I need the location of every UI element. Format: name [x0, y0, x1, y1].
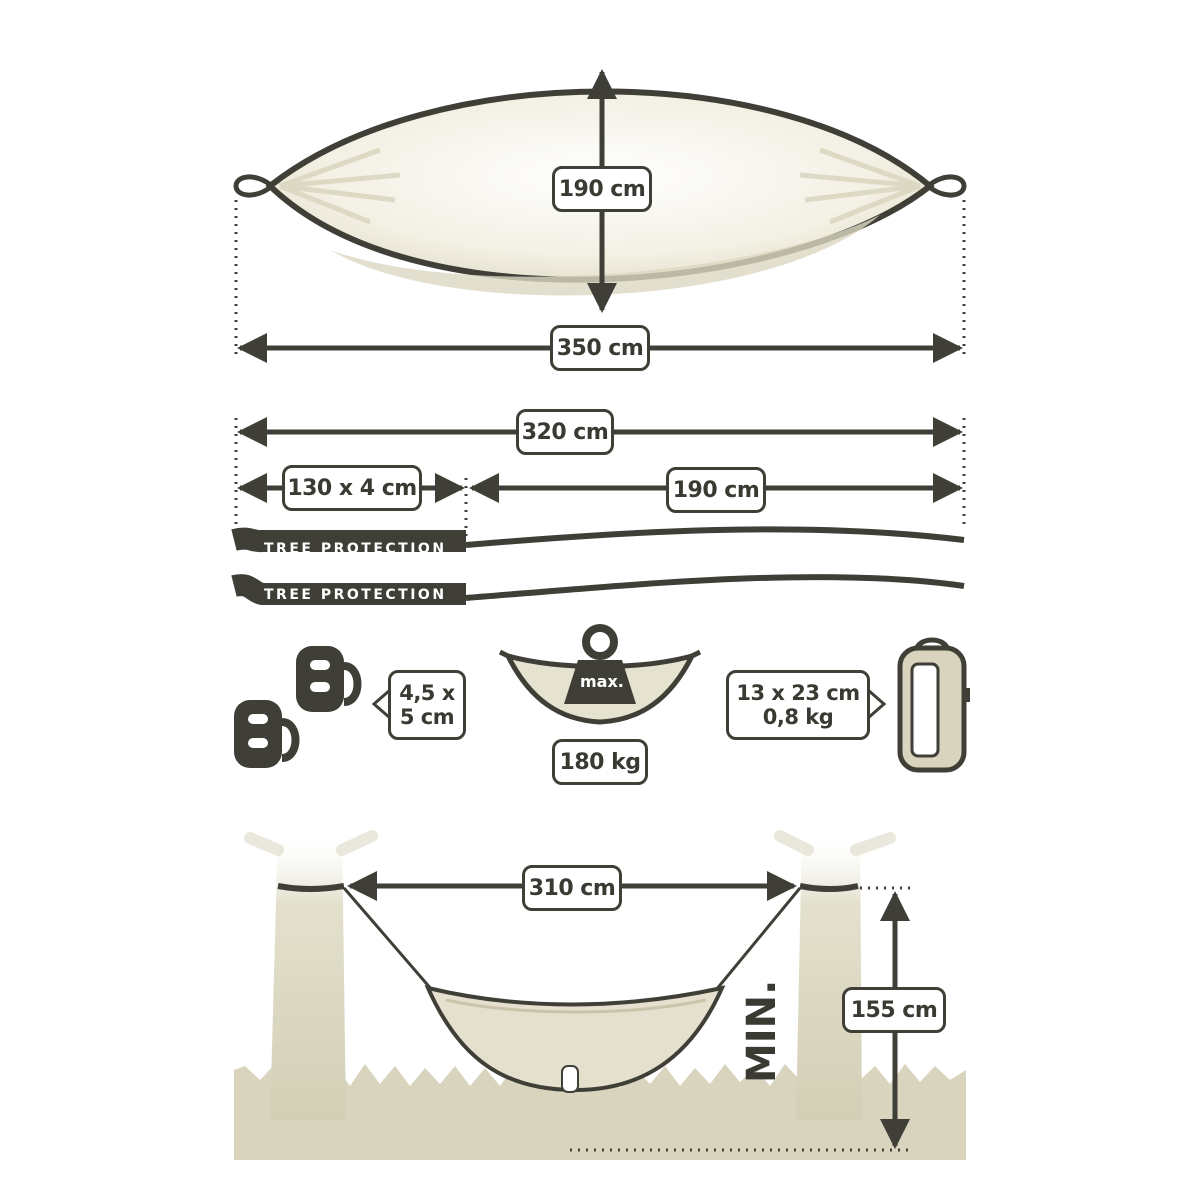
tree-right — [774, 830, 896, 1120]
hammock-fold-right — [799, 147, 921, 225]
straps-section — [231, 417, 966, 605]
max-load-label: 180 kg — [552, 739, 648, 785]
pack-size-label: 13 x 23 cm 0,8 kg — [726, 670, 870, 740]
hung-hammock — [424, 985, 726, 1093]
strap-total-label: 320 cm — [516, 409, 614, 455]
hammock-width-label: 190 cm — [552, 166, 652, 212]
strap-1 — [231, 526, 965, 553]
carabiner-icon — [234, 700, 300, 768]
grass — [234, 1062, 966, 1160]
protection-label: 130 x 4 cm — [282, 465, 422, 511]
hammock-fold-left — [279, 147, 401, 225]
max-tag: max. — [580, 672, 624, 691]
carabiner-size-label: 4,5 x 5 cm — [388, 670, 466, 740]
weight-icon — [564, 660, 636, 704]
pack-bag-icon — [897, 637, 970, 773]
hammock-top-view — [233, 69, 967, 363]
hammock-shade — [330, 215, 880, 296]
min-text: MIN. — [739, 979, 785, 1083]
strap-right-tree — [799, 883, 859, 892]
hammock-length-label: 350 cm — [550, 325, 650, 371]
suspension-line-left — [342, 887, 434, 991]
tree-left — [244, 830, 378, 1120]
setup-scene — [234, 830, 966, 1160]
max-load-icon — [498, 624, 702, 725]
pack-size-line1: 13 x 23 cm — [736, 681, 860, 705]
hammock-loop-right — [926, 174, 967, 198]
carabiners — [234, 646, 362, 768]
carabiner-label-pointer — [371, 688, 391, 720]
strap-2 — [231, 574, 965, 605]
webbing-label: 190 cm — [666, 467, 766, 513]
strap-2-text: TREE PROTECTION — [264, 587, 447, 603]
carabiner-icon — [296, 646, 362, 712]
carabiner-size-line2: 5 cm — [399, 705, 455, 729]
suspension-line-right — [714, 887, 802, 991]
carabiner-size-line1: 4,5 x — [399, 681, 455, 705]
setup-distance-label: 310 cm — [522, 865, 622, 911]
strap-left-tree — [277, 883, 345, 892]
pack-label-pointer — [867, 688, 887, 720]
weight-ring — [582, 624, 618, 660]
strap-1-text: TREE PROTECTION — [264, 541, 447, 557]
hammock-loop-left — [233, 174, 274, 198]
setup-height-label: 155 cm — [842, 987, 946, 1033]
stuff-pouch — [561, 1065, 579, 1093]
pack-weight-line2: 0,8 kg — [762, 705, 834, 729]
